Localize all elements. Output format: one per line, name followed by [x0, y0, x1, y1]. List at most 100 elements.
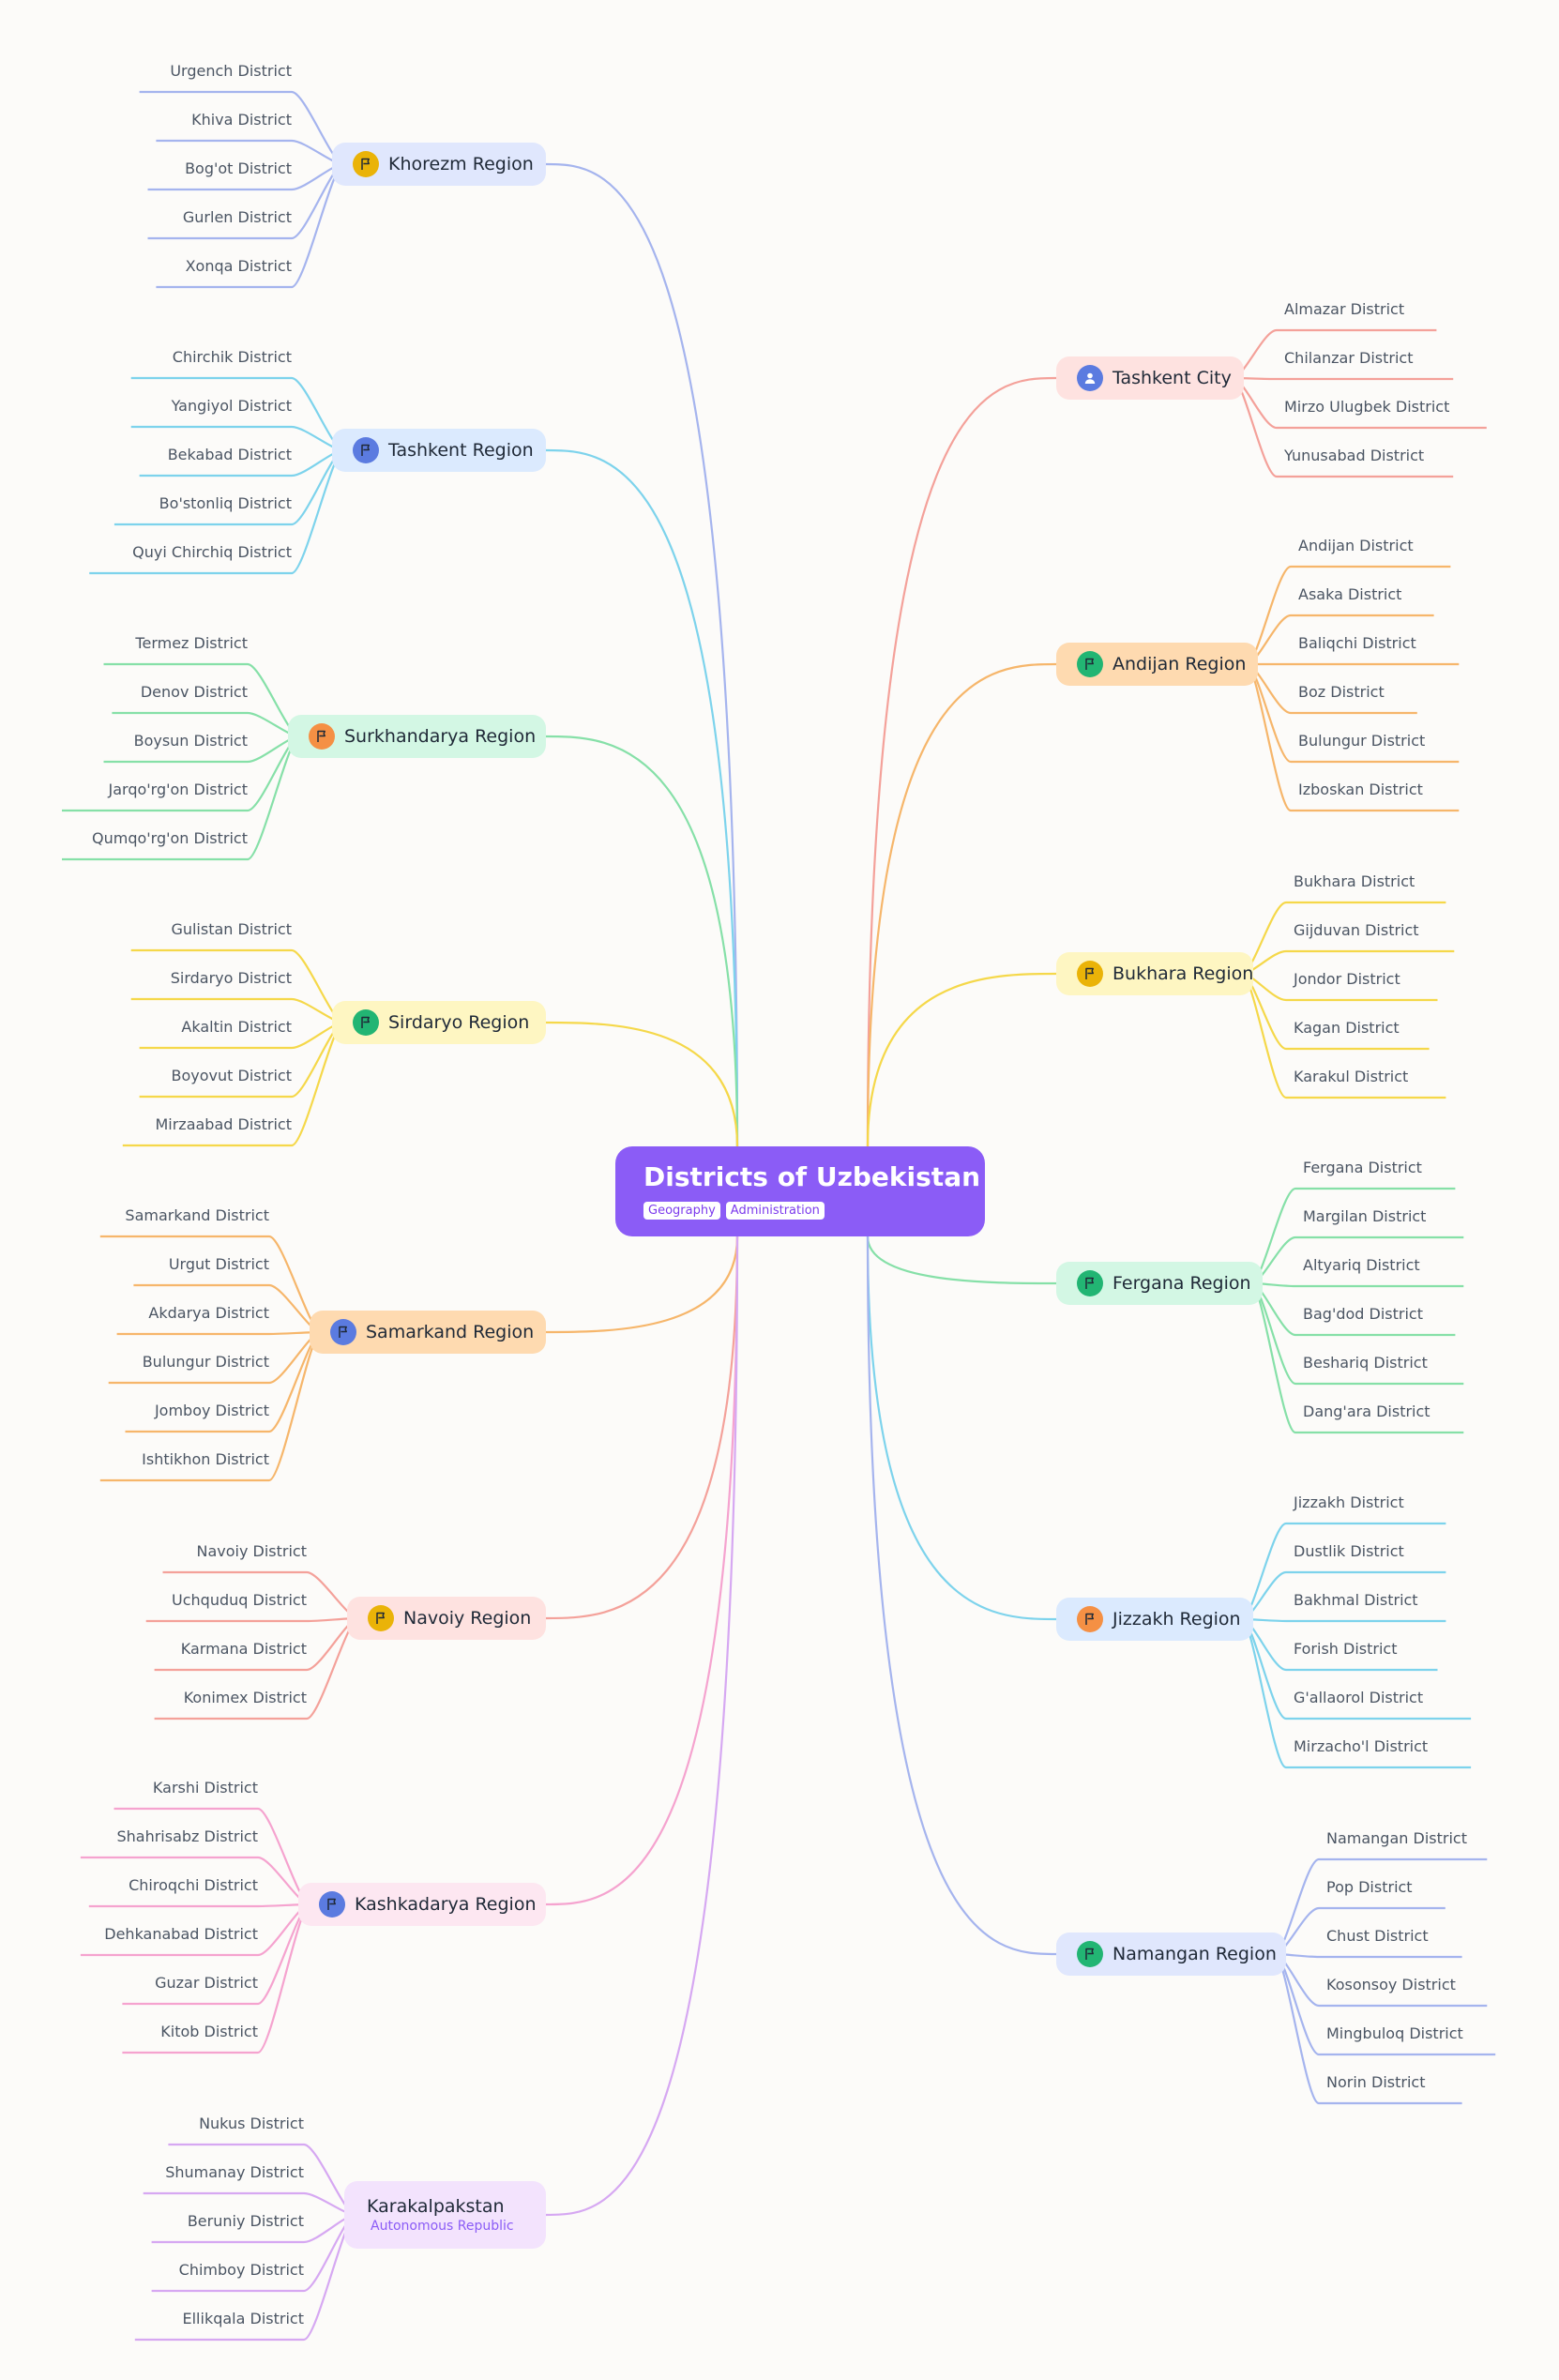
leaf-chiroqchi-district[interactable]: Chiroqchi District	[129, 1876, 258, 1894]
branch-sublabel: Autonomous Republic	[371, 2219, 514, 2234]
branch-node-bukhara-region[interactable]: Bukhara Region	[1056, 952, 1253, 995]
leaf-dehkanabad-district[interactable]: Dehkanabad District	[104, 1925, 258, 1943]
connector-navoiy-region	[545, 1235, 739, 1620]
leaf-pop-district[interactable]: Pop District	[1326, 1878, 1413, 1896]
leaf-asaka-district[interactable]: Asaka District	[1298, 585, 1402, 603]
leaf-izboskan-district[interactable]: Izboskan District	[1298, 781, 1423, 798]
leaf-dang-ara-district[interactable]: Dang'ara District	[1303, 1402, 1430, 1420]
leaf-dustlik-district[interactable]: Dustlik District	[1294, 1542, 1404, 1560]
leaf-bukhara-district[interactable]: Bukhara District	[1294, 872, 1415, 890]
leaf-bog-ot-district[interactable]: Bog'ot District	[185, 159, 292, 177]
leaf-kitob-district[interactable]: Kitob District	[160, 2023, 258, 2040]
branch-label: Fergana Region	[1112, 1273, 1251, 1294]
leaf-chirchik-district[interactable]: Chirchik District	[172, 348, 292, 366]
leaf-uchquduq-district[interactable]: Uchquduq District	[172, 1591, 307, 1609]
leaf-shumanay-district[interactable]: Shumanay District	[165, 2163, 304, 2181]
leaf-navoiy-district[interactable]: Navoiy District	[196, 1542, 308, 1560]
leaf-yangiyol-district[interactable]: Yangiyol District	[171, 397, 292, 415]
leaf-gulistan-district[interactable]: Gulistan District	[171, 920, 292, 938]
branch-node-samarkand-region[interactable]: Samarkand Region	[310, 1311, 546, 1354]
branch-node-navoiy-region[interactable]: Navoiy Region	[347, 1597, 546, 1640]
leaf-beshariq-district[interactable]: Beshariq District	[1303, 1354, 1428, 1372]
leaf-guzar-district[interactable]: Guzar District	[155, 1974, 258, 1992]
branch-node-tashkent-region[interactable]: Tashkent Region	[332, 429, 546, 472]
leaf-margilan-district[interactable]: Margilan District	[1303, 1207, 1427, 1225]
leaf-ishtikhon-district[interactable]: Ishtikhon District	[142, 1450, 269, 1468]
leaf-gijduvan-district[interactable]: Gijduvan District	[1294, 921, 1419, 939]
leaf-kosonsoy-district[interactable]: Kosonsoy District	[1326, 1976, 1456, 1993]
leaf-ellikqala-district[interactable]: Ellikqala District	[182, 2310, 304, 2327]
leaf-konimex-district[interactable]: Konimex District	[183, 1689, 307, 1706]
leaf-karshi-district[interactable]: Karshi District	[152, 1779, 258, 1796]
leaf-denov-district[interactable]: Denov District	[140, 683, 248, 701]
leaf-altyariq-district[interactable]: Altyariq District	[1303, 1256, 1420, 1274]
root-node[interactable]: Districts of Uzbekistan Geography Admini…	[615, 1146, 985, 1236]
leaf-chilanzar-district[interactable]: Chilanzar District	[1284, 349, 1414, 367]
leaf-gurlen-district[interactable]: Gurlen District	[182, 208, 292, 226]
leaf-samarkand-district[interactable]: Samarkand District	[125, 1206, 269, 1224]
leaf-g-allaorol-district[interactable]: G'allaorol District	[1294, 1689, 1424, 1706]
leaf-termez-district[interactable]: Termez District	[135, 634, 248, 652]
leaf-fergana-district[interactable]: Fergana District	[1303, 1159, 1422, 1176]
leaf-shahrisabz-district[interactable]: Shahrisabz District	[116, 1827, 258, 1845]
leaf-bulungur-district[interactable]: Bulungur District	[142, 1353, 269, 1371]
branch-node-fergana-region[interactable]: Fergana Region	[1056, 1262, 1263, 1305]
branch-node-khorezm-region[interactable]: Khorezm Region	[332, 143, 546, 186]
leaf-boz-district[interactable]: Boz District	[1298, 683, 1385, 701]
branch-label: Namangan Region	[1112, 1944, 1277, 1964]
leaf-nukus-district[interactable]: Nukus District	[199, 2115, 304, 2132]
flag-icon	[368, 1605, 394, 1631]
leaf-yunusabad-district[interactable]: Yunusabad District	[1284, 447, 1425, 464]
leaf-norin-district[interactable]: Norin District	[1326, 2073, 1426, 2091]
leaf-urgench-district[interactable]: Urgench District	[170, 62, 292, 80]
leaf-baliqchi-district[interactable]: Baliqchi District	[1298, 634, 1416, 652]
leaf-bulungur-district[interactable]: Bulungur District	[1298, 732, 1426, 750]
leaf-bakhmal-district[interactable]: Bakhmal District	[1294, 1591, 1418, 1609]
leaf-kagan-district[interactable]: Kagan District	[1294, 1019, 1400, 1037]
branch-node-namangan-region[interactable]: Namangan Region	[1056, 1933, 1286, 1976]
connector-sirdaryo-region	[545, 1021, 739, 1147]
leaf-sirdaryo-district[interactable]: Sirdaryo District	[170, 969, 292, 987]
leaf-chust-district[interactable]: Chust District	[1326, 1927, 1429, 1945]
leaf-chimboy-district[interactable]: Chimboy District	[178, 2261, 304, 2279]
leaf-xonqa-district[interactable]: Xonqa District	[185, 257, 292, 275]
leaf-khiva-district[interactable]: Khiva District	[191, 111, 292, 129]
leaf-boyovut-district[interactable]: Boyovut District	[171, 1067, 292, 1084]
branch-node-sirdaryo-region[interactable]: Sirdaryo Region	[332, 1001, 546, 1044]
leaf-mirzo-ulugbek-district[interactable]: Mirzo Ulugbek District	[1284, 398, 1450, 416]
leaf-akdarya-district[interactable]: Akdarya District	[148, 1304, 269, 1322]
leaf-mingbuloq-district[interactable]: Mingbuloq District	[1326, 2024, 1463, 2042]
branch-node-jizzakh-region[interactable]: Jizzakh Region	[1056, 1598, 1253, 1641]
branch-node-surkhandarya-region[interactable]: Surkhandarya Region	[288, 715, 546, 758]
leaf-mirzacho-l-district[interactable]: Mirzacho'l District	[1294, 1737, 1429, 1755]
leaf-jizzakh-district[interactable]: Jizzakh District	[1294, 1493, 1404, 1511]
leaf-connector	[1250, 1281, 1464, 1288]
leaf-karmana-district[interactable]: Karmana District	[180, 1640, 307, 1658]
leaf-namangan-district[interactable]: Namangan District	[1326, 1829, 1467, 1847]
leaf-jondor-district[interactable]: Jondor District	[1294, 970, 1400, 988]
leaf-mirzaabad-district[interactable]: Mirzaabad District	[155, 1115, 292, 1133]
leaf-jarqo-rg-on-district[interactable]: Jarqo'rg'on District	[108, 781, 249, 798]
leaf-boysun-district[interactable]: Boysun District	[133, 732, 248, 750]
leaf-akaltin-district[interactable]: Akaltin District	[181, 1018, 292, 1036]
branch-node-tashkent-city[interactable]: Tashkent City	[1056, 356, 1244, 400]
tag-administration[interactable]: Administration	[725, 1202, 825, 1220]
leaf-bag-dod-district[interactable]: Bag'dod District	[1303, 1305, 1423, 1323]
branch-node-andijan-region[interactable]: Andijan Region	[1056, 643, 1258, 686]
leaf-quyi-chirchiq-district[interactable]: Quyi Chirchiq District	[132, 543, 292, 561]
branch-node-kashkadarya-region[interactable]: Kashkadarya Region	[298, 1883, 546, 1926]
leaf-bo-stonliq-district[interactable]: Bo'stonliq District	[159, 494, 292, 512]
tag-geography[interactable]: Geography	[643, 1202, 720, 1220]
leaf-almazar-district[interactable]: Almazar District	[1284, 300, 1405, 318]
leaf-forish-district[interactable]: Forish District	[1294, 1640, 1398, 1658]
leaf-karakul-district[interactable]: Karakul District	[1294, 1068, 1409, 1085]
flag-icon	[309, 723, 335, 750]
leaf-jomboy-district[interactable]: Jomboy District	[154, 1402, 269, 1419]
leaf-bekabad-district[interactable]: Bekabad District	[167, 446, 292, 463]
leaf-beruniy-district[interactable]: Beruniy District	[187, 2212, 304, 2230]
leaf-andijan-district[interactable]: Andijan District	[1298, 537, 1414, 554]
leaf-urgut-district[interactable]: Urgut District	[168, 1255, 269, 1273]
leaf-qumqo-rg-on-district[interactable]: Qumqo'rg'on District	[92, 829, 248, 847]
branch-label: Tashkent City	[1112, 368, 1232, 388]
